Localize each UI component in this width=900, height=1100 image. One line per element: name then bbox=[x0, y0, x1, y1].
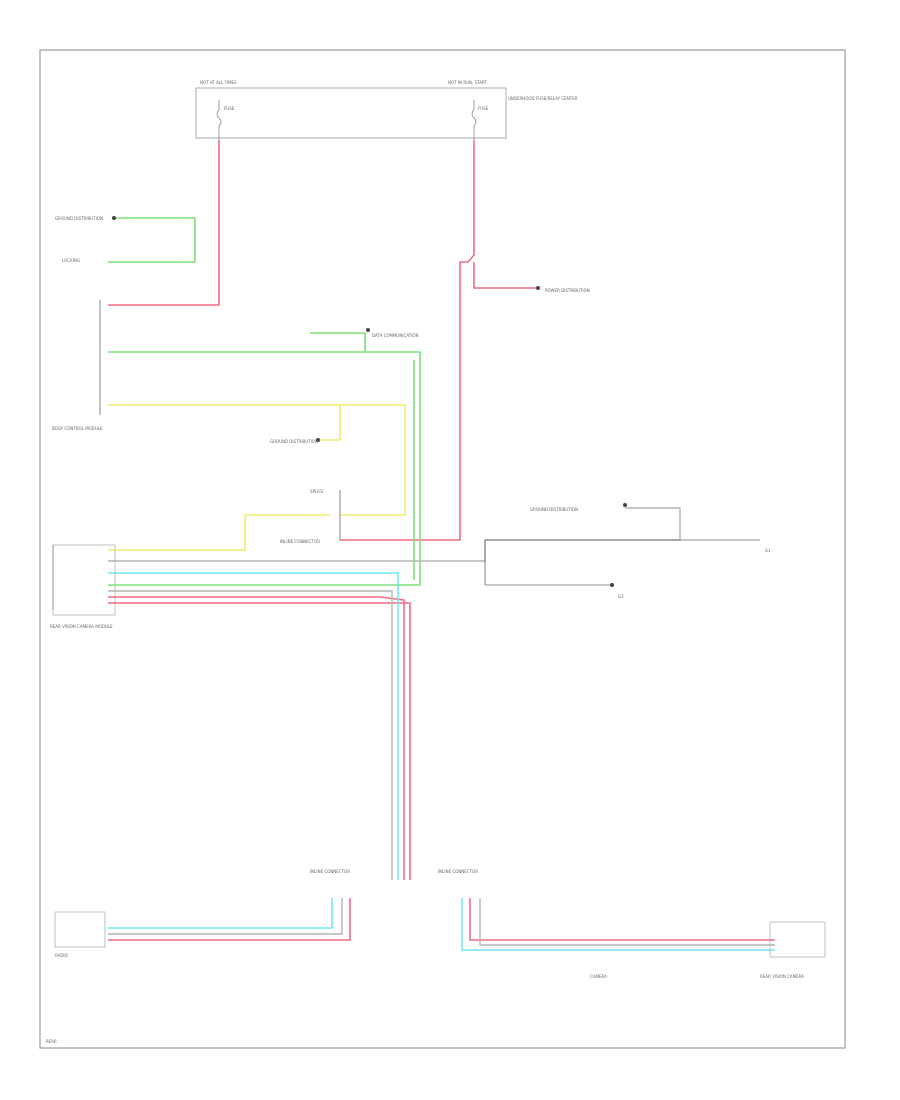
lower-left-block-label: RADIO bbox=[55, 953, 68, 958]
lower-left-conn-label: INLINE CONNECTOR bbox=[310, 869, 350, 874]
ground-dist-mid-label: GROUND DISTRIBUTION bbox=[270, 439, 318, 444]
inline-connector-label: INLINE CONNECTOR bbox=[280, 539, 320, 544]
fuse-left-symbol bbox=[216, 100, 222, 140]
lower-left-block bbox=[54, 911, 106, 948]
ground-g2-label: G2 bbox=[618, 594, 624, 599]
power-dist-right-label: POWER DISTRIBUTION bbox=[545, 288, 590, 293]
bottom-left-tag: REAR bbox=[46, 1039, 57, 1044]
green-wire-cm-signal bbox=[108, 351, 421, 586]
fuse-right-name: FUSE bbox=[478, 106, 489, 111]
gray-wire-ground bbox=[108, 507, 681, 562]
cm-upper-block-label: BODY CONTROL MODULE bbox=[52, 426, 103, 431]
red-wire-lower-right bbox=[469, 898, 775, 941]
rear-vision-camera-label: REAR VISION CAMERA bbox=[760, 974, 804, 979]
dot-ground-right bbox=[623, 503, 627, 507]
fuse-box bbox=[195, 87, 507, 139]
cyan-wire-lower-left bbox=[108, 898, 333, 929]
ground-dist-right-label: GROUND DISTRIBUTION bbox=[530, 507, 578, 512]
cyan-wire-lower-right bbox=[461, 898, 775, 951]
ground-g1-label: G1 bbox=[765, 548, 771, 553]
green-wires bbox=[108, 217, 421, 586]
gray-wire-camera bbox=[108, 898, 343, 935]
yellow-wire-cm bbox=[108, 514, 330, 551]
rvcm-block bbox=[52, 544, 116, 616]
lower-right-block bbox=[769, 921, 826, 958]
fuse-right-header: HOT IN RUN, START bbox=[448, 80, 487, 85]
fuse-box-caption: UNDERHOOD FUSE/RELAY CENTER bbox=[508, 96, 578, 101]
cyan-wire-main bbox=[108, 572, 399, 880]
red-wire-right-feed bbox=[340, 140, 475, 541]
connector-dots bbox=[112, 216, 627, 587]
fuse-right-symbol bbox=[471, 100, 477, 140]
red-wire-rvcm-2 bbox=[108, 596, 405, 880]
dot-ground-g2 bbox=[610, 583, 614, 587]
dot-yellow-branch bbox=[316, 438, 320, 442]
black-wires bbox=[52, 300, 760, 610]
dot-green-upper bbox=[366, 328, 370, 332]
rvcm-block-label: REAR VISION CAMERA MODULE bbox=[50, 624, 113, 629]
red-wire-lower-left bbox=[108, 898, 351, 941]
data-comm-label: DATA COMMUNICATION bbox=[372, 333, 419, 338]
fuse-left-name: FUSE bbox=[224, 106, 235, 111]
ground-top-left-label: GROUND DISTRIBUTION bbox=[55, 216, 103, 221]
gray-wire-camera-right bbox=[479, 898, 775, 946]
red-wire-branch bbox=[473, 262, 538, 289]
locking-ground-label: LOCKING bbox=[62, 258, 80, 263]
fuse-left-header: HOT AT ALL TIMES bbox=[200, 80, 237, 85]
red-wire-left-feed bbox=[108, 140, 220, 306]
yellow-wires bbox=[108, 404, 406, 551]
green-wire-ground-loop bbox=[108, 217, 196, 263]
gray-wire-ground-lower bbox=[108, 590, 393, 880]
red-wire-rvcm bbox=[108, 602, 411, 880]
cyan-wires bbox=[108, 572, 775, 951]
dot-ground-top bbox=[112, 216, 116, 220]
green-wire-upper-branch bbox=[310, 332, 366, 352]
lower-right-conn-label: INLINE CONNECTOR bbox=[438, 869, 478, 874]
dot-red-branch bbox=[536, 286, 540, 290]
diagram-frame bbox=[39, 49, 846, 1049]
splice-label: SPLICE bbox=[310, 489, 324, 494]
yellow-wire-branch bbox=[318, 405, 341, 441]
yellow-wire-top bbox=[108, 404, 406, 516]
camera-sub-label: CAMERA bbox=[590, 974, 607, 979]
